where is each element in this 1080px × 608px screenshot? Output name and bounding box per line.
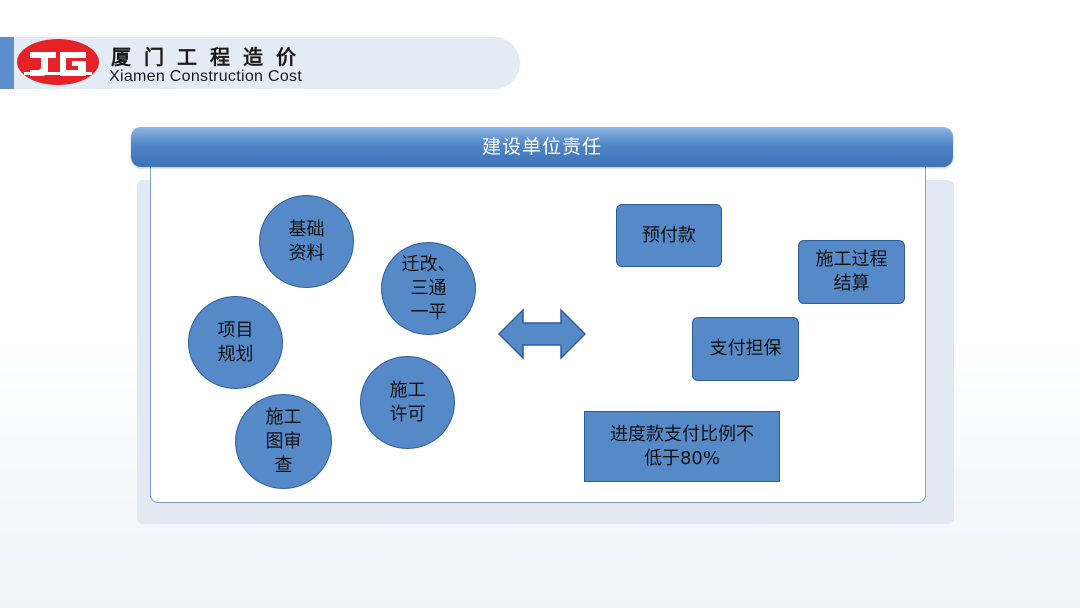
box-progress-payment-ratio: 进度款支付比例不 低于80% [584, 411, 780, 482]
header-accent-bar [0, 37, 14, 89]
circle-project-planning: 项目 规划 [188, 296, 283, 389]
box-payment-guarantee: 支付担保 [692, 317, 799, 381]
circle-drawing-review: 施工 图审 查 [235, 394, 332, 489]
box-advance-payment: 预付款 [616, 204, 722, 267]
box-process-settlement: 施工过程 结算 [798, 240, 905, 304]
brand-name-english: Xiamen Construction Cost [109, 68, 303, 85]
double-arrow-icon [497, 308, 587, 360]
panel-title-bar: 建设单位责任 [131, 127, 953, 167]
circle-relocation-utilities: 迁改、 三通 一平 [381, 242, 476, 335]
circle-construction-permit: 施工 许可 [360, 356, 455, 449]
company-logo-icon [17, 39, 99, 85]
circle-basic-materials: 基础 资料 [259, 195, 354, 288]
panel-title: 建设单位责任 [481, 136, 602, 158]
brand-name-chinese: 厦门工程造价 [111, 45, 309, 69]
